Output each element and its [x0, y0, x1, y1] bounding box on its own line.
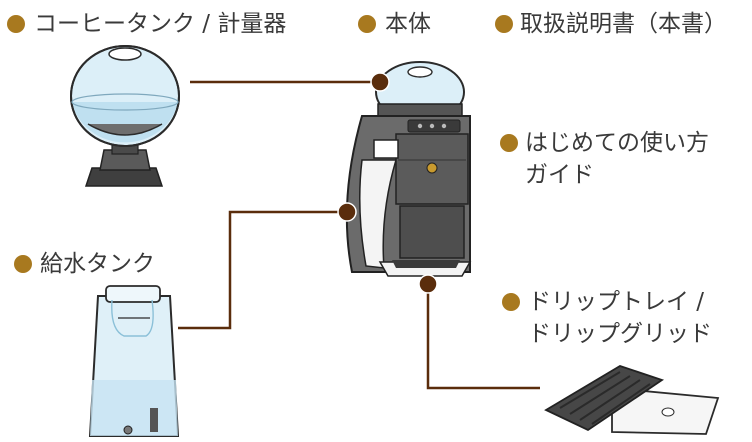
bullet-dot [500, 134, 518, 152]
water-tank-illustration [88, 285, 180, 437]
main-unit-label: 本体 [385, 11, 431, 37]
bullet-dot [14, 255, 32, 273]
water-tank-label: 給水タンク [40, 251, 155, 277]
drip-tray-illustration [544, 365, 720, 435]
drip-label-line2: ドリップグリッド [528, 321, 712, 347]
bullet-dot [7, 15, 25, 33]
bullet-dot [502, 293, 520, 311]
drip-label-line1: ドリップトレイ / [528, 289, 705, 315]
bullet-dot [495, 15, 513, 33]
leader-end-dot [370, 72, 390, 92]
coffee-tank-illustration [70, 45, 180, 187]
leader-end-dot [337, 202, 357, 222]
guide-label-line1: はじめての使い方 [525, 130, 709, 156]
guide-label-line2: ガイド [525, 162, 594, 188]
coffee-tank-label: コーヒータンク / 計量器 [34, 11, 287, 37]
leader-lines [178, 80, 540, 390]
main-unit-illustration [345, 61, 472, 277]
leader-end-dot [418, 274, 438, 294]
manual-label: 取扱説明書（本書） [520, 11, 727, 37]
bullet-dot [358, 15, 376, 33]
